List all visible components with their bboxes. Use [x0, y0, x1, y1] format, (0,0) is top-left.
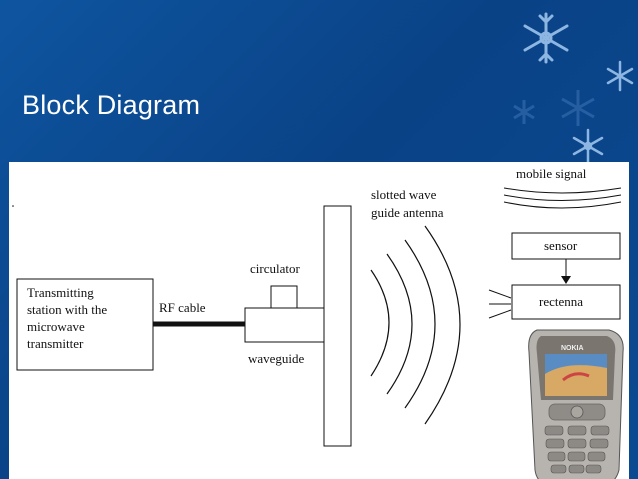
- transmitter-box: [16, 278, 154, 371]
- microwave-beams: [370, 225, 461, 425]
- antenna-label-line2: guide antenna: [371, 205, 444, 220]
- diagram-canvas: Transmitting station with the microwave …: [12, 166, 624, 479]
- signal-wave-2: [503, 194, 622, 201]
- rectenna-box: [511, 284, 621, 320]
- transmitter-label-line1: Transmitting: [27, 285, 94, 300]
- mobile-phone: NOKIA: [528, 329, 624, 479]
- stray-dot: [12, 205, 14, 207]
- beam-arc-2: [386, 253, 413, 395]
- sensor-label: sensor: [544, 238, 578, 253]
- rectenna-label: rectenna: [539, 294, 583, 309]
- mobile-signal-label: mobile signal: [516, 166, 587, 181]
- rectenna-receiving-lines: [488, 289, 512, 319]
- antenna-panel: [323, 205, 352, 447]
- transmitter-label-line4: transmitter: [27, 336, 84, 351]
- antenna-label-line1: slotted wave: [371, 187, 437, 202]
- circulator-box: [270, 285, 298, 309]
- beam-arc-4: [424, 225, 461, 425]
- block-diagram: Transmitting station with the microwave …: [9, 162, 629, 479]
- waveguide-box: [244, 307, 325, 343]
- mobile-signal-waves: [503, 187, 622, 209]
- sensor-box: [511, 232, 621, 260]
- rf-cable-label: RF cable: [159, 300, 206, 315]
- signal-wave-3: [503, 201, 622, 209]
- phone-brand: NOKIA: [561, 345, 584, 352]
- slide-title: Block Diagram: [22, 90, 201, 120]
- signal-wave-1: [503, 187, 622, 194]
- transmitter-label-line3: microwave: [27, 319, 85, 334]
- circulator-label: circulator: [250, 261, 300, 276]
- waveguide-label: waveguide: [248, 351, 305, 366]
- beam-arc-1: [370, 269, 390, 377]
- sensor-to-rectenna-arrow: [561, 276, 571, 284]
- transmitter-label-line2: station with the: [27, 302, 107, 317]
- beam-arc-3: [404, 239, 436, 409]
